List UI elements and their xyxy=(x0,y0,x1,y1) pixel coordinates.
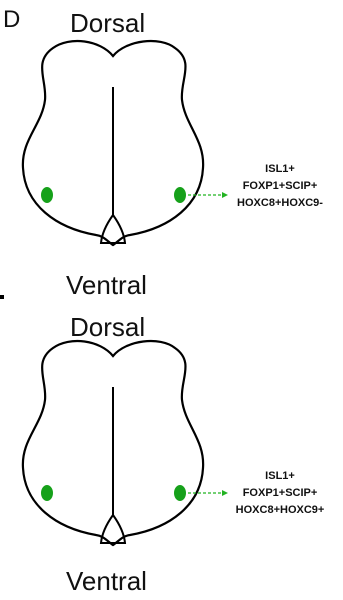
marker-line: FOXP1+SCIP+ xyxy=(225,178,335,195)
spinal-cord-panel-top: Dorsal ISL1+ FOXP1+SCIP+ HOXC8+HOXC9- Ve… xyxy=(0,0,343,300)
marker-line: HOXC8+HOXC9+ xyxy=(225,502,335,519)
spinal-cord-diagram xyxy=(0,300,343,600)
motor-neuron-dot-left xyxy=(41,485,53,501)
marker-annotation: ISL1+ FOXP1+SCIP+ HOXC8+HOXC9- xyxy=(225,161,335,212)
marker-line: HOXC8+HOXC9- xyxy=(225,195,335,212)
marker-line: FOXP1+SCIP+ xyxy=(225,485,335,502)
marker-annotation: ISL1+ FOXP1+SCIP+ HOXC8+HOXC9+ xyxy=(225,468,335,519)
motor-neuron-dot-right xyxy=(174,187,186,203)
motor-neuron-dot-left xyxy=(41,187,53,203)
marker-line: ISL1+ xyxy=(225,468,335,485)
spinal-cord-diagram xyxy=(0,0,343,300)
spinal-cord-panel-bottom: Dorsal ISL1+ FOXP1+SCIP+ HOXC8+HOXC9+ Ve… xyxy=(0,300,343,600)
ventral-label: Ventral xyxy=(66,270,147,301)
motor-neuron-dot-right xyxy=(174,485,186,501)
ventral-label: Ventral xyxy=(66,566,147,597)
marker-line: ISL1+ xyxy=(225,161,335,178)
